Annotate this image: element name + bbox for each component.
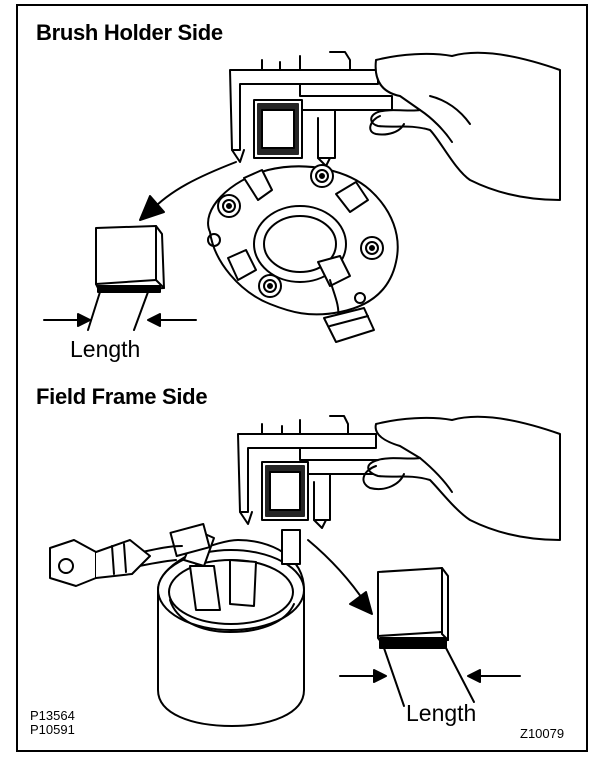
arrow-bottom xyxy=(307,539,373,615)
part-code-2: P10591 xyxy=(30,722,75,737)
length-label-bottom: Length xyxy=(406,700,477,726)
brush-enlarged-bottom xyxy=(377,567,449,649)
brush-holder-plate xyxy=(207,164,399,343)
caliper-top xyxy=(229,51,393,167)
length-dim-bottom xyxy=(339,647,521,707)
part-code-1: P13564 xyxy=(30,708,75,723)
length-dim-top xyxy=(43,291,197,331)
brush-enlarged-top xyxy=(95,225,165,293)
section-title-brush-holder: Brush Holder Side xyxy=(36,20,223,45)
arrow-top xyxy=(139,161,237,221)
hand-bottom xyxy=(362,415,561,541)
section-title-field-frame: Field Frame Side xyxy=(36,384,208,409)
figure-code: Z10079 xyxy=(520,726,565,741)
length-label-top: Length xyxy=(70,336,141,362)
hand-top xyxy=(369,51,561,201)
field-frame xyxy=(49,523,305,727)
caliper-bottom xyxy=(237,415,393,529)
